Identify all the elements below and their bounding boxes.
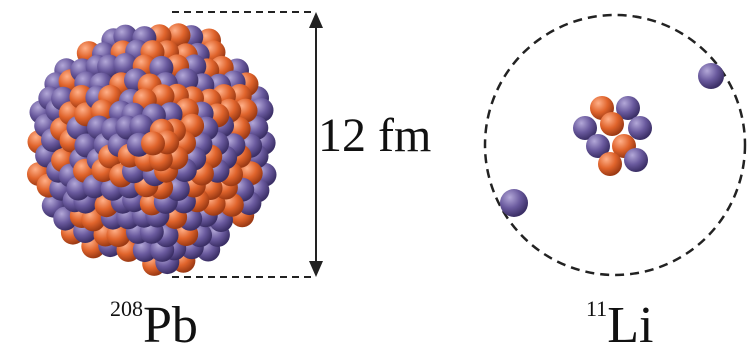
li11-halo-neutrons: [500, 63, 724, 217]
neutron: [573, 116, 597, 140]
halo-neutron: [698, 63, 724, 89]
pb208-mass-number: 208: [110, 296, 143, 321]
dimension-arrow-top: [309, 12, 323, 28]
pb208-nucleus: [27, 23, 277, 276]
nucleus-size-label: 12 fm: [318, 109, 432, 162]
neutron: [616, 96, 640, 120]
neutron: [624, 148, 648, 172]
proton: [598, 152, 622, 176]
pb208-label: 208Pb: [110, 297, 198, 354]
proton: [166, 23, 191, 48]
li11-halo-boundary: [483, 13, 747, 277]
pb-element-symbol: Pb: [143, 297, 198, 354]
li11-label: 11Li: [586, 297, 654, 354]
diameter-dimension-marker: [172, 11, 323, 278]
li11-mass-number: 11: [586, 296, 608, 321]
li11-core-nucleus: [573, 96, 652, 176]
halo-neutron: [500, 189, 528, 217]
neutron: [244, 115, 269, 140]
dimension-arrow-bottom: [309, 261, 323, 277]
li-element-symbol: Li: [607, 297, 654, 354]
proton: [141, 131, 165, 156]
neutron: [129, 114, 154, 139]
neutron: [628, 116, 652, 140]
neutron: [586, 134, 610, 158]
proton: [600, 112, 624, 136]
neutron: [132, 238, 157, 263]
